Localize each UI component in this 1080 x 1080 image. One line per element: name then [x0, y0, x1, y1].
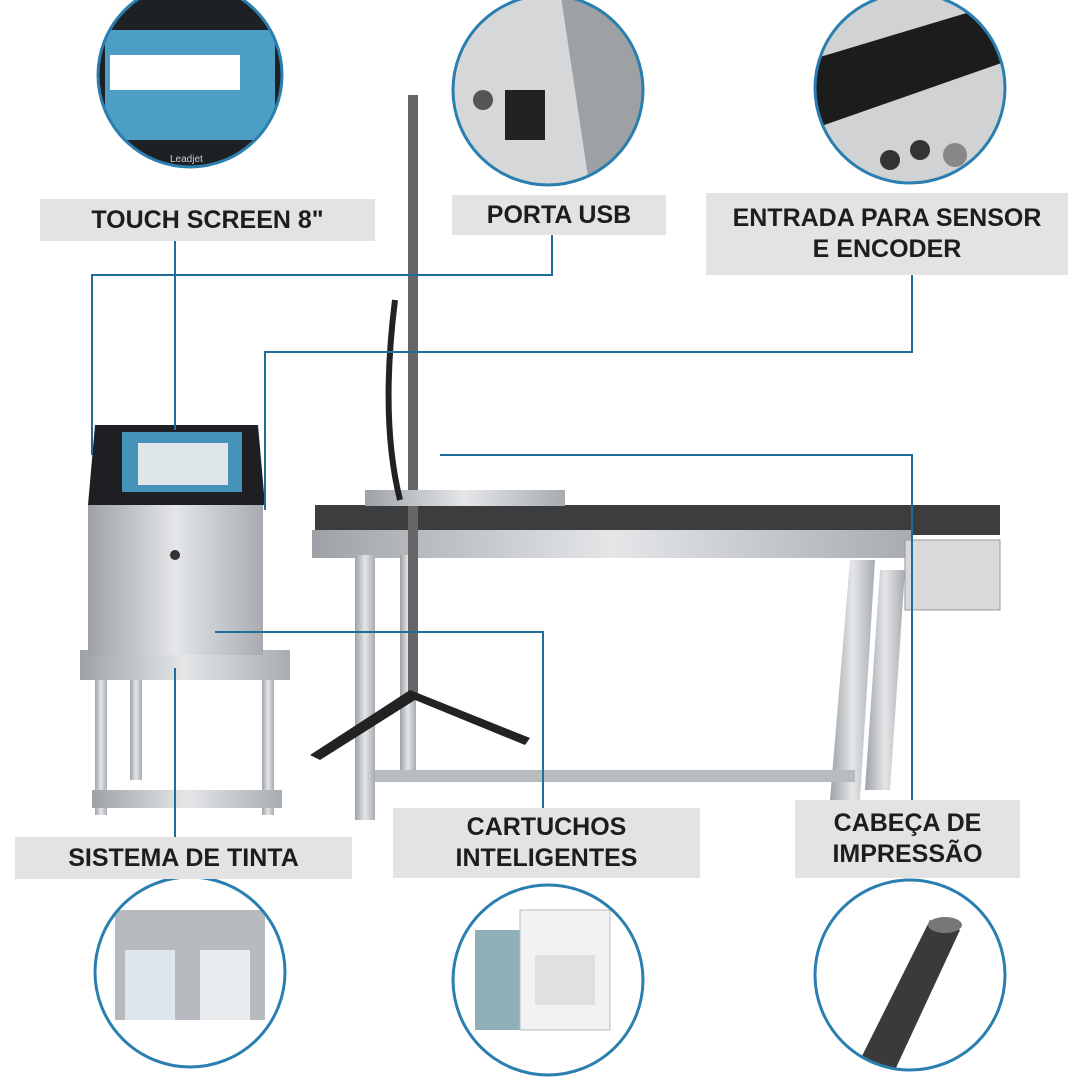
label-touch-screen: TOUCH SCREEN 8" [40, 199, 375, 241]
print-head-detail [815, 880, 1005, 1070]
cartridge-detail [453, 885, 643, 1075]
sensor-input-detail [815, 0, 1005, 183]
label-text: TOUCH SCREEN 8" [91, 205, 324, 234]
label-sistema-tinta: SISTEMA DE TINTA [15, 837, 352, 879]
label-text: SISTEMA DE TINTA [68, 843, 299, 872]
label-text: PORTA USB [486, 200, 632, 229]
label-text: E ENCODER [812, 235, 962, 263]
label-text: ENTRADA PARA SENSOR [732, 204, 1042, 232]
label-cartuchos: CARTUCHOS INTELIGENTES [393, 808, 700, 878]
label-text: CARTUCHOS [466, 813, 627, 841]
label-entrada-sensor: ENTRADA PARA SENSOR E ENCODER [706, 193, 1068, 275]
printer-cabinet [88, 425, 265, 655]
label-porta-usb: PORTA USB [452, 195, 666, 235]
label-text: IMPRESSÃO [832, 840, 983, 868]
svg-text:Leadjet: Leadjet [170, 154, 203, 165]
print-head-stand [310, 95, 565, 760]
ink-system-detail [95, 877, 285, 1067]
leader-lines [91, 235, 913, 837]
label-text: INTELIGENTES [455, 844, 638, 872]
usb-port-detail [453, 0, 643, 185]
circle-frame [96, 0, 284, 169]
label-text: CABEÇA DE [833, 809, 982, 837]
printer-stand [80, 650, 290, 815]
label-cabeca-impressao: CABEÇA DE IMPRESSÃO [795, 800, 1020, 878]
touch-screen-detail: Leadjet [98, 0, 282, 167]
